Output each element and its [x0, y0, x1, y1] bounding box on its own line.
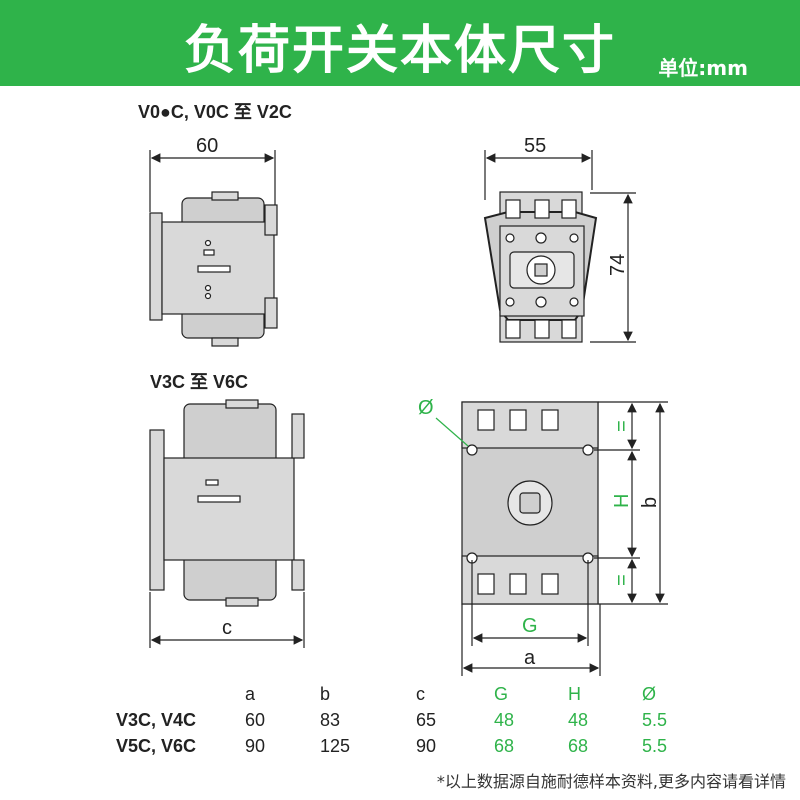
col-header-c: c: [416, 684, 425, 704]
front-view-small: [483, 150, 636, 343]
section-label-bottom: V3C 至 V6C: [150, 372, 249, 392]
cell-G: 68: [494, 736, 515, 756]
side-view-small: [149, 150, 278, 347]
col-header-b: b: [320, 684, 331, 704]
cell-H: 48: [568, 710, 589, 730]
side-view-large: [149, 399, 305, 648]
dim-H: H: [611, 494, 633, 508]
cell-dia: 5.5: [642, 736, 668, 756]
cell-b: 83: [320, 710, 341, 730]
dim-a: a: [524, 647, 536, 669]
cell-H: 68: [568, 736, 589, 756]
col-header-a: a: [245, 684, 256, 704]
cell-b: 125: [320, 736, 351, 756]
title-banner: 负荷开关本体尺寸 单位:mm: [0, 0, 800, 86]
section-label-top: V0●C, V0C 至 V2C: [138, 102, 292, 122]
col-header-H: H: [568, 684, 581, 704]
dim-width-front: 55: [524, 135, 546, 157]
dim-height-front: 74: [607, 254, 629, 276]
cell-G: 48: [494, 710, 515, 730]
dim-diameter: Ø: [418, 397, 434, 419]
dim-eq-bottom: =: [611, 574, 633, 586]
cell-dia: 5.5: [642, 710, 668, 730]
footnote: *以上数据源自施耐德样本资料,更多内容请看详情: [436, 772, 786, 791]
unit-label: 单位:mm: [658, 56, 748, 80]
dim-c: c: [222, 617, 232, 639]
col-header-G: G: [494, 684, 509, 704]
front-view-large: [435, 401, 668, 676]
cell-a: 90: [245, 736, 266, 756]
cell-a: 60: [245, 710, 266, 730]
dim-width-side: 60: [196, 135, 218, 157]
dim-eq-top: =: [611, 420, 633, 432]
banner-title: 负荷开关本体尺寸: [183, 21, 616, 81]
cell-c: 65: [416, 710, 437, 730]
dim-G: G: [522, 615, 538, 637]
row-model: V5C, V6C: [116, 736, 197, 756]
col-header-dia: Ø: [642, 684, 657, 704]
dim-b: b: [639, 497, 661, 508]
row-model: V3C, V4C: [116, 710, 197, 730]
cell-c: 90: [416, 736, 437, 756]
dimension-drawings: 60 55 74: [149, 135, 668, 676]
